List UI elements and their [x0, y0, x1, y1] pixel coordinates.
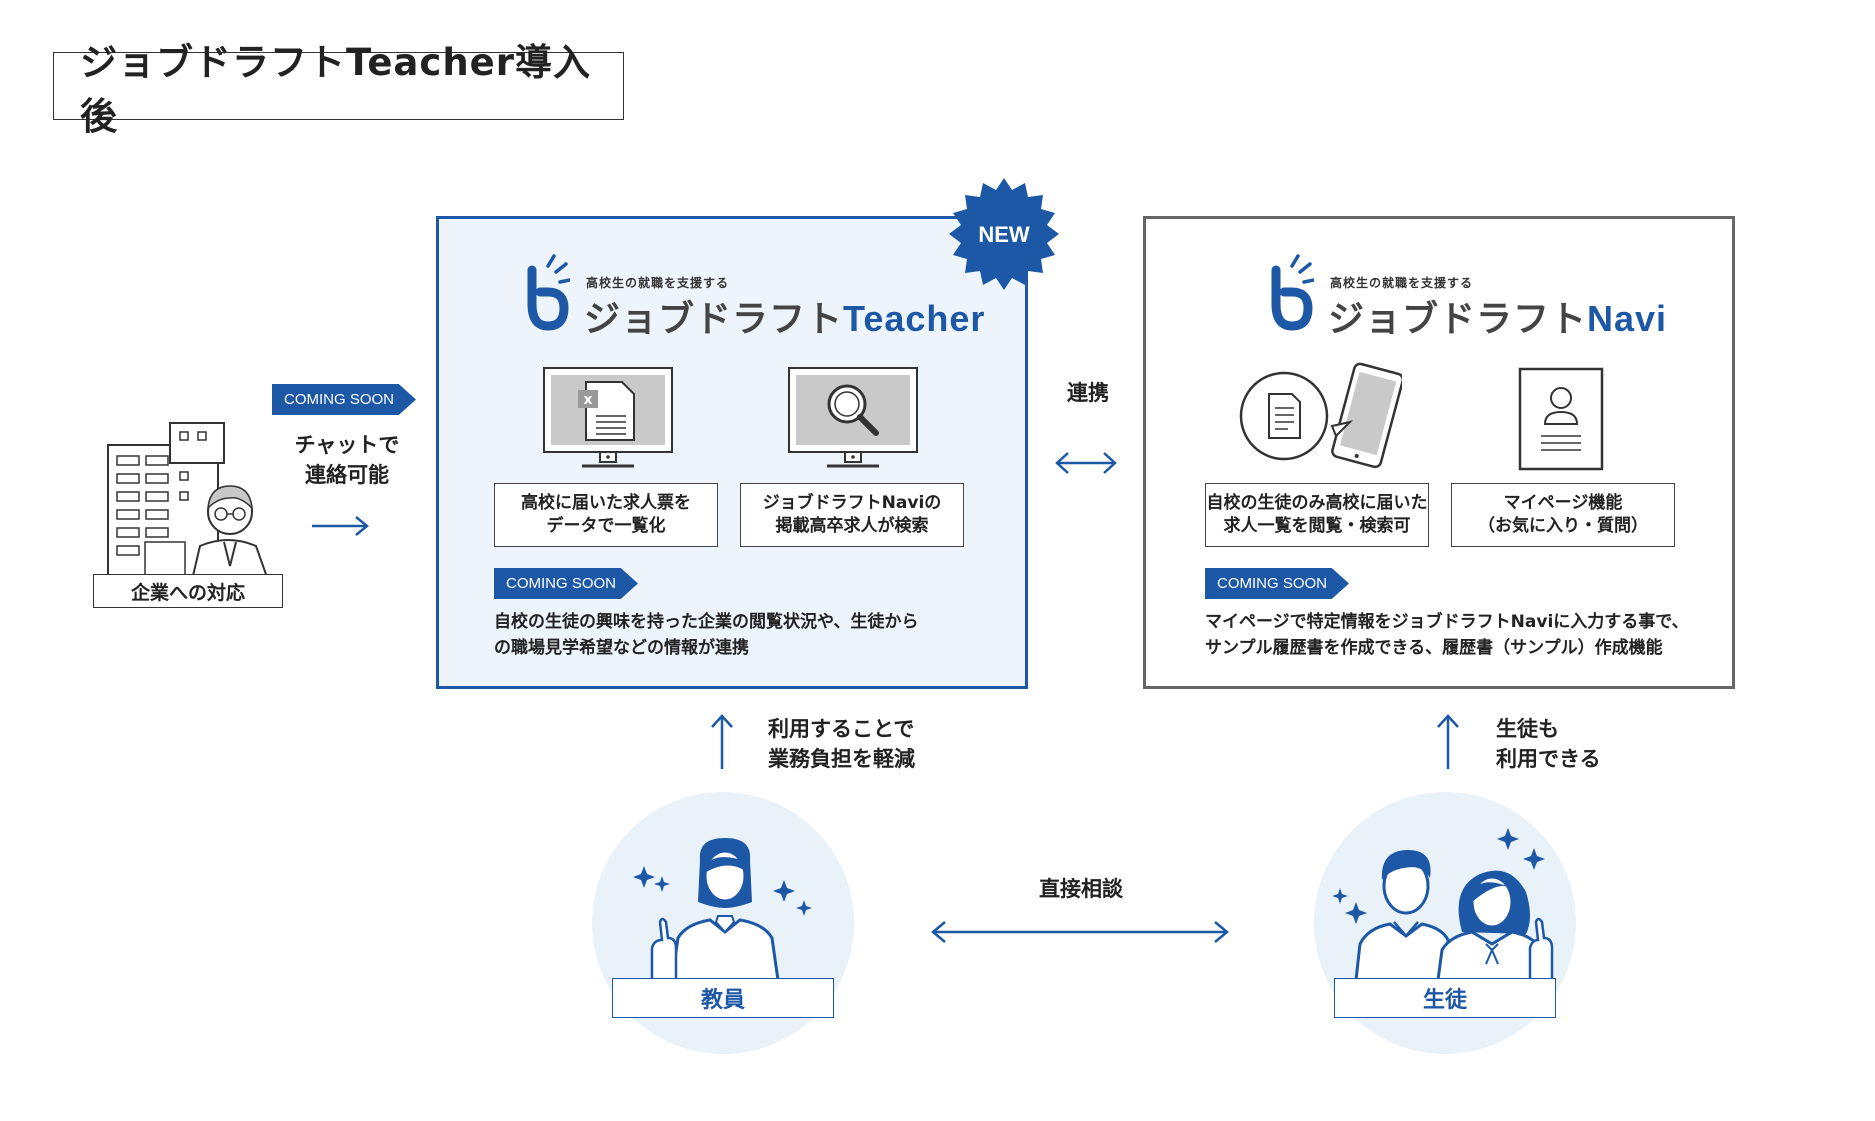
company-label: 企業への対応 [93, 574, 283, 608]
navi-logo-sub: 高校生の就職を支援する [1330, 276, 1474, 290]
teacher-feature-listing: 高校に届いた求人票をデータで一覧化 [494, 483, 718, 547]
jobdraft-logo-icon [527, 254, 570, 331]
svg-text:x: x [583, 392, 592, 408]
navi-coming-soon-desc: マイページで特定情報をジョブドラフトNaviに入力する事で、サンプル履歴書を作成… [1205, 612, 1689, 658]
office-building-icon [107, 422, 270, 580]
monitor-search-icon [788, 367, 918, 468]
navi-coming-soon-ribbon: COMING SOON [1205, 568, 1349, 599]
student-note: 生徒も利用できる [1496, 717, 1601, 772]
teacher-person-icon [633, 838, 812, 980]
bidirectional-arrow-icon [931, 921, 1229, 943]
teacher-label: 教員 [612, 978, 834, 1018]
teacher-logo-sub: 高校生の就職を支援する [586, 276, 730, 290]
profile-card-icon [1518, 367, 1604, 471]
teacher-panel [436, 216, 1028, 689]
consult-label: 直接相談 [1039, 877, 1123, 901]
student-label: 生徒 [1334, 978, 1556, 1018]
teacher-logo-text: ジョブドラフトTeacher [584, 298, 986, 340]
students-person-icon [1332, 828, 1554, 980]
company-coming-soon-ribbon: COMING SOON [272, 384, 416, 415]
company-chat-text: チャットで連絡可能 [294, 433, 400, 488]
teacher-coming-soon-ribbon: COMING SOON [494, 568, 638, 599]
new-badge-text: NEW [978, 222, 1030, 247]
teacher-note: 利用することで業務負担を軽減 [768, 717, 915, 772]
teacher-coming-soon-desc: 自校の生徒の興味を持った企業の閲覧状況や、生徒からの職場見学希望などの情報が連携 [494, 612, 919, 658]
navi-logo-text: ジョブドラフトNavi [1328, 298, 1668, 340]
teacher-feature-search: ジョブドラフトNaviの掲載高卒求人が検索 [740, 483, 964, 547]
new-badge: NEW [949, 178, 1059, 290]
arrow-up-icon [1437, 714, 1459, 769]
jobdraft-logo-icon [1271, 254, 1314, 331]
bidirectional-arrow-icon [1055, 452, 1117, 474]
arrow-up-icon [711, 714, 733, 769]
link-label: 連携 [1067, 381, 1109, 405]
smartphone-document-icon [1239, 362, 1402, 469]
navi-feature-mypage: マイページ機能（お気に入り・質問） [1451, 483, 1675, 547]
page-title: ジョブドラフトTeacher導入後 [53, 41, 624, 138]
navi-panel [1143, 216, 1735, 689]
arrow-right-icon [312, 516, 369, 536]
monitor-document-icon: x [543, 367, 673, 468]
navi-feature-listing: 自校の生徒のみ高校に届いた求人一覧を閲覧・検索可 [1205, 483, 1429, 547]
